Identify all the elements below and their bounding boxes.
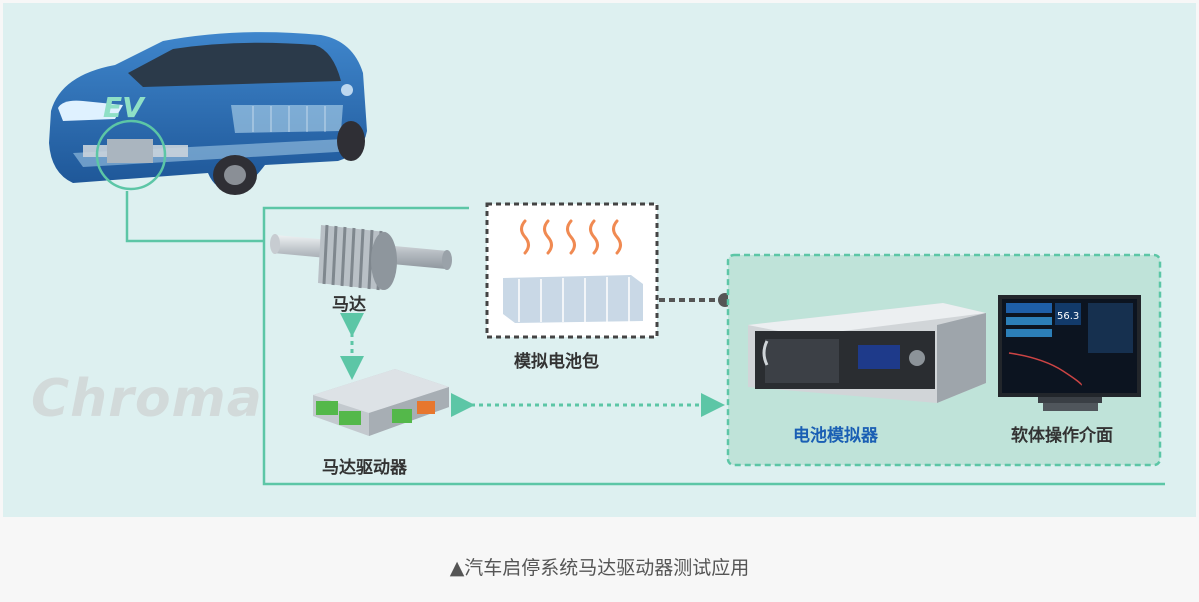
driver-connector-2 [339, 411, 361, 425]
instrument-side [937, 313, 986, 403]
instrument-top [748, 303, 986, 336]
car-to-motor-line [125, 191, 264, 243]
monitor-panel-c [1006, 329, 1052, 337]
car-mirror [341, 84, 353, 96]
car-windows [128, 42, 341, 87]
connector-lines [125, 191, 1165, 486]
motor-driver-illustration [313, 369, 449, 436]
car-front-wheel-hub [224, 165, 246, 185]
battery-pack-label: 模拟电池包 [514, 352, 599, 372]
instrument-vent [765, 339, 839, 383]
driver-connector-3 [392, 409, 412, 423]
car-battery-cells [231, 105, 343, 133]
motor-driver-label: 马达驱动器 [322, 458, 407, 478]
driver-top [313, 369, 449, 413]
diagram-panel: 56.3 EV Chroma 马达 模拟电池包 马达驱动器 电池模拟器 软体操作… [3, 3, 1196, 517]
software-monitor: 56.3 [998, 295, 1141, 411]
car-rear-wheel [337, 121, 365, 161]
ev-car [49, 32, 367, 195]
monitor-side-panel [1088, 303, 1133, 353]
motor-shaft-end [442, 250, 452, 270]
instrument-knob [909, 350, 925, 366]
battery-pack-illustration [485, 202, 659, 339]
monitor-neck [1038, 397, 1102, 403]
motor-illustration [270, 224, 452, 291]
ev-text: EV [103, 91, 144, 124]
figure-caption: ▲汽车启停系统马达驱动器测试应用 [449, 557, 750, 579]
instrument-screen [858, 345, 900, 369]
driver-connector-1 [316, 401, 338, 415]
monitor-readout [1055, 303, 1081, 325]
system-loop-line [262, 206, 1165, 486]
battery-cells [503, 275, 643, 323]
car-motor [107, 139, 153, 163]
heat-waves [520, 219, 622, 255]
chroma-watermark: Chroma [31, 369, 263, 429]
car-motor-highlight-ring [95, 119, 167, 191]
car-battery-dividers [252, 106, 326, 132]
monitor-graph-curve [1008, 352, 1082, 386]
driver-connector-orange [417, 401, 435, 414]
instrument-handle [762, 340, 769, 366]
battery-simulator-instrument [748, 303, 986, 403]
monitor-readout-value: 56.3 [1057, 311, 1079, 322]
battery-cell-dividers [518, 277, 630, 322]
motor-shaft-start [270, 234, 280, 254]
motor-label: 马达 [332, 295, 366, 315]
motor-rotor-face [371, 232, 397, 290]
battery-simulator-label: 电池模拟器 [793, 426, 878, 446]
diagram-graphics: 56.3 [49, 32, 1165, 486]
software-interface-label: 软体操作介面 [1011, 426, 1113, 446]
monitor-stand [1043, 403, 1098, 411]
car-headlight [58, 100, 123, 121]
monitor-panel-b [1006, 317, 1052, 325]
monitor-panel-a [1006, 303, 1052, 313]
